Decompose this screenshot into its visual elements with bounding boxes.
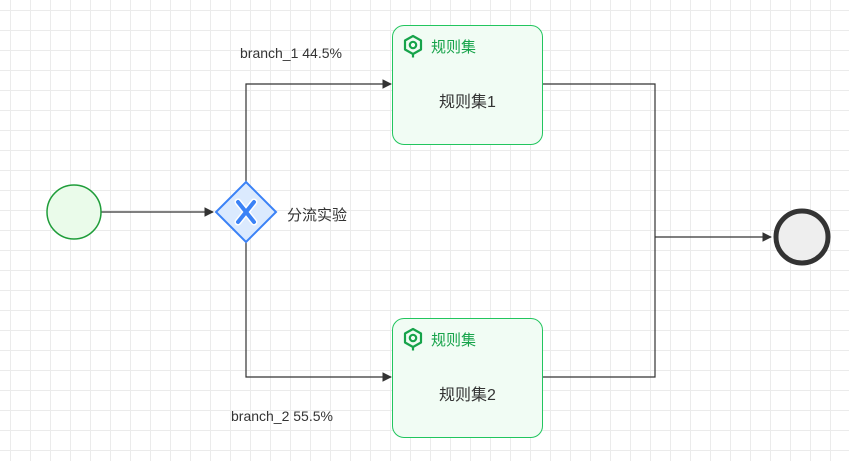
- gateway-label: 分流实验: [287, 207, 348, 224]
- task-name: 规则集2: [439, 387, 496, 404]
- task-name: 规则集1: [439, 94, 496, 111]
- exclusive-gateway[interactable]: [214, 180, 278, 244]
- ruleset-task-1[interactable]: 规则集 规则集1: [392, 25, 543, 145]
- edge-ruleset-2-to-end[interactable]: [543, 237, 656, 378]
- edge-gateway-to-ruleset-1[interactable]: [245, 79, 392, 182]
- end-event[interactable]: [773, 208, 831, 266]
- x-icon: [234, 198, 258, 226]
- ruleset-task-2[interactable]: 规则集 规则集2: [392, 318, 543, 438]
- edge-label-branch-1: branch_1 44.5%: [240, 45, 342, 61]
- task-type-label: 规则集: [431, 331, 477, 349]
- ruleset-icon: [403, 34, 423, 58]
- edge-label-branch-2: branch_2 55.5%: [231, 408, 333, 424]
- start-event[interactable]: [46, 184, 102, 240]
- ruleset-icon: [403, 327, 423, 351]
- edge-ruleset-1-to-end[interactable]: [543, 83, 656, 237]
- task-type-label: 规则集: [431, 38, 477, 56]
- edge-gateway-to-ruleset-2[interactable]: [245, 242, 392, 382]
